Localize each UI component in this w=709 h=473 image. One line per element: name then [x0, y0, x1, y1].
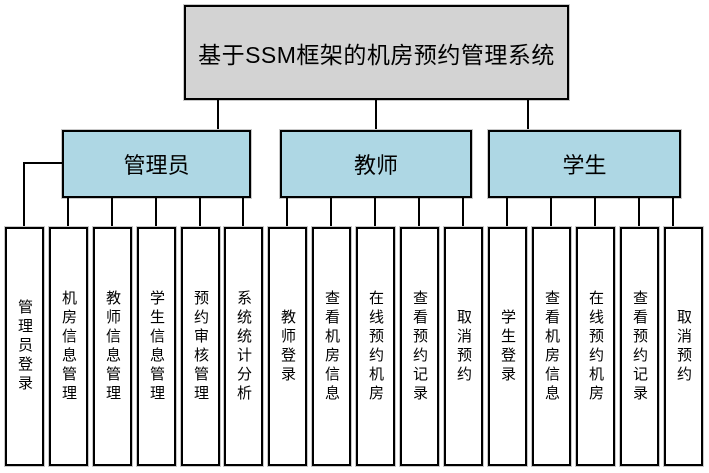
- connector-root-student: [527, 100, 529, 130]
- leaf-admin-login: 管理员登录: [5, 227, 44, 466]
- connector-student-leaf4: [638, 198, 640, 227]
- leaf-student-login: 学生登录: [488, 227, 527, 466]
- connector-student-leaf3: [594, 198, 596, 227]
- root-node-label: 基于SSM框架的机房预约管理系统: [198, 41, 555, 68]
- connector-root-admin: [217, 100, 219, 130]
- leaf-label: 查看机房信息: [543, 289, 560, 404]
- leaf-student-online-reserve-room: 在线预约机房: [576, 227, 615, 466]
- connector-teacher-leaf1: [286, 198, 288, 227]
- leaf-student-view-room-info: 查看机房信息: [532, 227, 571, 466]
- leaf-teacher-online-reserve-room: 在线预约机房: [356, 227, 395, 466]
- connector-student-leaf2: [550, 198, 552, 227]
- connector-teacher-leaf3: [374, 198, 376, 227]
- leaf-teacher-cancel-reservation: 取消预约: [444, 227, 483, 466]
- branch-admin-label: 管理员: [123, 153, 190, 178]
- connector-elbow-vertical: [23, 162, 25, 227]
- connector-elbow-horizontal: [23, 162, 63, 164]
- leaf-label: 管理员登录: [16, 299, 33, 394]
- leaf-reservation-review-management: 预约审核管理: [181, 227, 220, 466]
- connector-teacher-leaf4: [418, 198, 420, 227]
- leaf-label: 在线预约机房: [367, 289, 384, 404]
- branch-node-student: 学生: [488, 130, 681, 198]
- branch-teacher-label: 教师: [353, 153, 398, 178]
- leaf-label: 教师登录: [279, 308, 296, 385]
- connector-admin-leaf3: [111, 198, 113, 227]
- leaf-label: 查看预约记录: [631, 289, 648, 404]
- leaf-student-info-management: 学生信息管理: [137, 227, 176, 466]
- leaf-teacher-info-management: 教师信息管理: [93, 227, 132, 466]
- branch-node-teacher: 教师: [280, 130, 472, 198]
- leaf-system-statistics-analysis: 系统统计分析: [224, 227, 263, 466]
- leaf-label: 学生登录: [499, 308, 516, 385]
- leaf-label: 查看预约记录: [411, 289, 428, 404]
- connector-admin-leaf6: [242, 198, 244, 227]
- leaf-label: 机房信息管理: [60, 289, 77, 404]
- root-node: 基于SSM框架的机房预约管理系统: [184, 5, 569, 100]
- connector-admin-leaf4: [155, 198, 157, 227]
- leaf-teacher-view-room-info: 查看机房信息: [312, 227, 351, 466]
- connector-teacher-leaf2: [330, 198, 332, 227]
- leaf-teacher-view-reservation-records: 查看预约记录: [400, 227, 439, 466]
- connector-root-teacher: [375, 100, 377, 130]
- leaf-room-info-management: 机房信息管理: [49, 227, 88, 466]
- leaf-label: 查看机房信息: [323, 289, 340, 404]
- leaf-student-view-reservation-records: 查看预约记录: [620, 227, 659, 466]
- leaf-teacher-login: 教师登录: [268, 227, 307, 466]
- leaf-student-cancel-reservation: 取消预约: [664, 227, 703, 466]
- connector-admin-leaf2: [67, 198, 69, 227]
- leaf-label: 取消预约: [455, 308, 472, 385]
- connector-teacher-leaf5: [462, 198, 464, 227]
- leaf-label: 系统统计分析: [235, 289, 252, 404]
- leaf-label: 取消预约: [675, 308, 692, 385]
- connector-student-leaf5: [672, 198, 674, 227]
- leaf-label: 在线预约机房: [587, 289, 604, 404]
- connector-student-leaf1: [506, 198, 508, 227]
- leaf-label: 预约审核管理: [192, 289, 209, 404]
- branch-node-admin: 管理员: [62, 130, 251, 198]
- leaf-label: 教师信息管理: [104, 289, 121, 404]
- branch-student-label: 学生: [562, 153, 607, 178]
- connector-admin-leaf5: [199, 198, 201, 227]
- leaf-label: 学生信息管理: [148, 289, 165, 404]
